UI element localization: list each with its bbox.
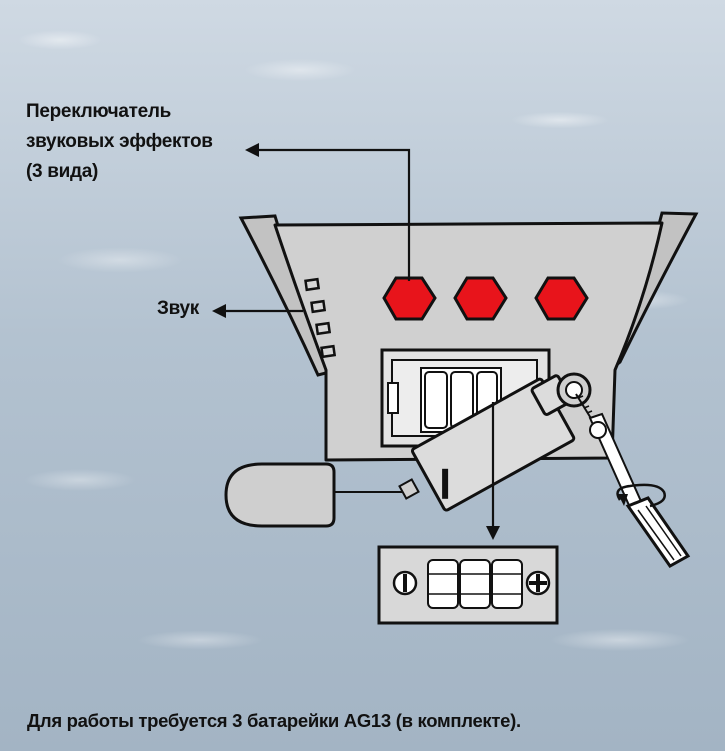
effect-button-3[interactable] [534, 276, 589, 321]
switch-label-line-2: звуковых эффектов [26, 131, 213, 152]
switch-label-line-1: Переключатель [26, 101, 172, 122]
screw-icon [556, 372, 593, 421]
effect-button-1[interactable] [382, 276, 437, 321]
screwdriver-icon [588, 412, 691, 568]
battery-tray [377, 545, 559, 625]
device-knob[interactable] [224, 462, 336, 528]
arrowheads [212, 143, 500, 540]
sound-switch-label: Переключатель звуковых эффектов (3 вида) [26, 97, 266, 187]
arrow-left-icon [245, 143, 259, 157]
rotate-arrow-icon [616, 483, 666, 508]
switch-label-line-3: (3 вида) [26, 161, 99, 182]
cover-latch [589, 421, 607, 439]
leader-lines [222, 148, 495, 530]
effect-buttons [382, 276, 589, 321]
battery-requirement-note: Для работы требуется 3 батарейки AG13 (в… [27, 710, 521, 731]
sound-label: Звук [157, 298, 199, 319]
arrow-down-icon [486, 526, 500, 540]
effect-button-2[interactable] [453, 276, 508, 321]
arrow-left-icon [212, 304, 226, 318]
sound-grille [304, 277, 337, 359]
